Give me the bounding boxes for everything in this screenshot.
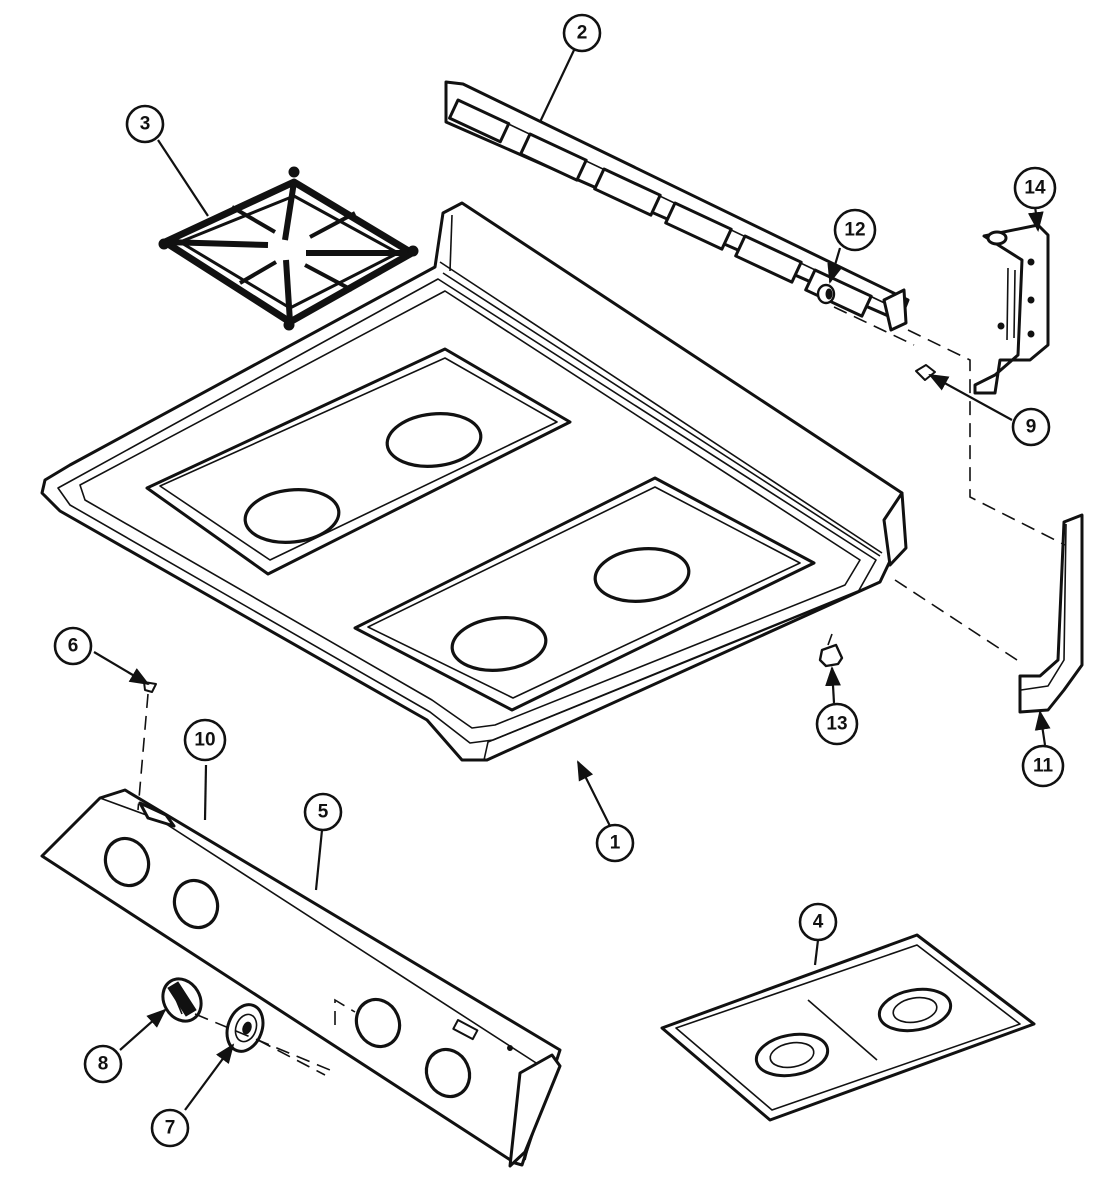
callout-label: 11 xyxy=(1033,756,1054,777)
retainer xyxy=(818,633,844,668)
knob-bezel xyxy=(225,1003,265,1053)
backguard-vent-strip xyxy=(444,80,910,332)
callout-5: 5 xyxy=(303,792,343,832)
callout-2: 2 xyxy=(562,13,602,53)
assembly-lines xyxy=(137,306,1066,1076)
knob xyxy=(161,977,203,1023)
screw-side xyxy=(915,364,936,381)
callout-9: 9 xyxy=(1011,407,1051,447)
callout-label: 13 xyxy=(826,714,847,735)
callout-6: 6 xyxy=(53,626,93,666)
leader-lines xyxy=(93,47,1051,1111)
control-panel xyxy=(40,788,562,1168)
mounting-bracket xyxy=(973,223,1050,395)
callout-11: 11 xyxy=(1021,744,1065,788)
callout-label: 9 xyxy=(1026,417,1037,438)
callout-10: 10 xyxy=(183,718,227,762)
callout-14: 14 xyxy=(1013,166,1057,210)
callout-7: 7 xyxy=(150,1108,190,1148)
callout-label: 8 xyxy=(98,1054,109,1075)
callout-3: 3 xyxy=(125,104,165,144)
callout-8: 8 xyxy=(83,1044,123,1084)
callout-1: 1 xyxy=(595,823,635,863)
callout-label: 2 xyxy=(577,23,588,44)
callout-4: 4 xyxy=(798,902,838,942)
callout-label: 4 xyxy=(813,912,824,933)
clip xyxy=(816,283,836,305)
side-trim xyxy=(1018,513,1084,714)
callout-label: 10 xyxy=(194,730,215,751)
callout-label: 7 xyxy=(165,1118,176,1139)
callout-label: 12 xyxy=(844,220,865,241)
main-cooktop xyxy=(40,201,908,762)
callout-label: 6 xyxy=(68,636,79,657)
callout-13: 13 xyxy=(815,702,859,746)
callout-label: 14 xyxy=(1024,178,1046,199)
callout-label: 5 xyxy=(318,802,329,823)
callout-12: 12 xyxy=(833,208,877,252)
callout-label: 3 xyxy=(140,114,151,135)
drip-pan xyxy=(660,933,1036,1122)
callout-label: 1 xyxy=(610,833,621,854)
burner-grate xyxy=(158,166,419,331)
